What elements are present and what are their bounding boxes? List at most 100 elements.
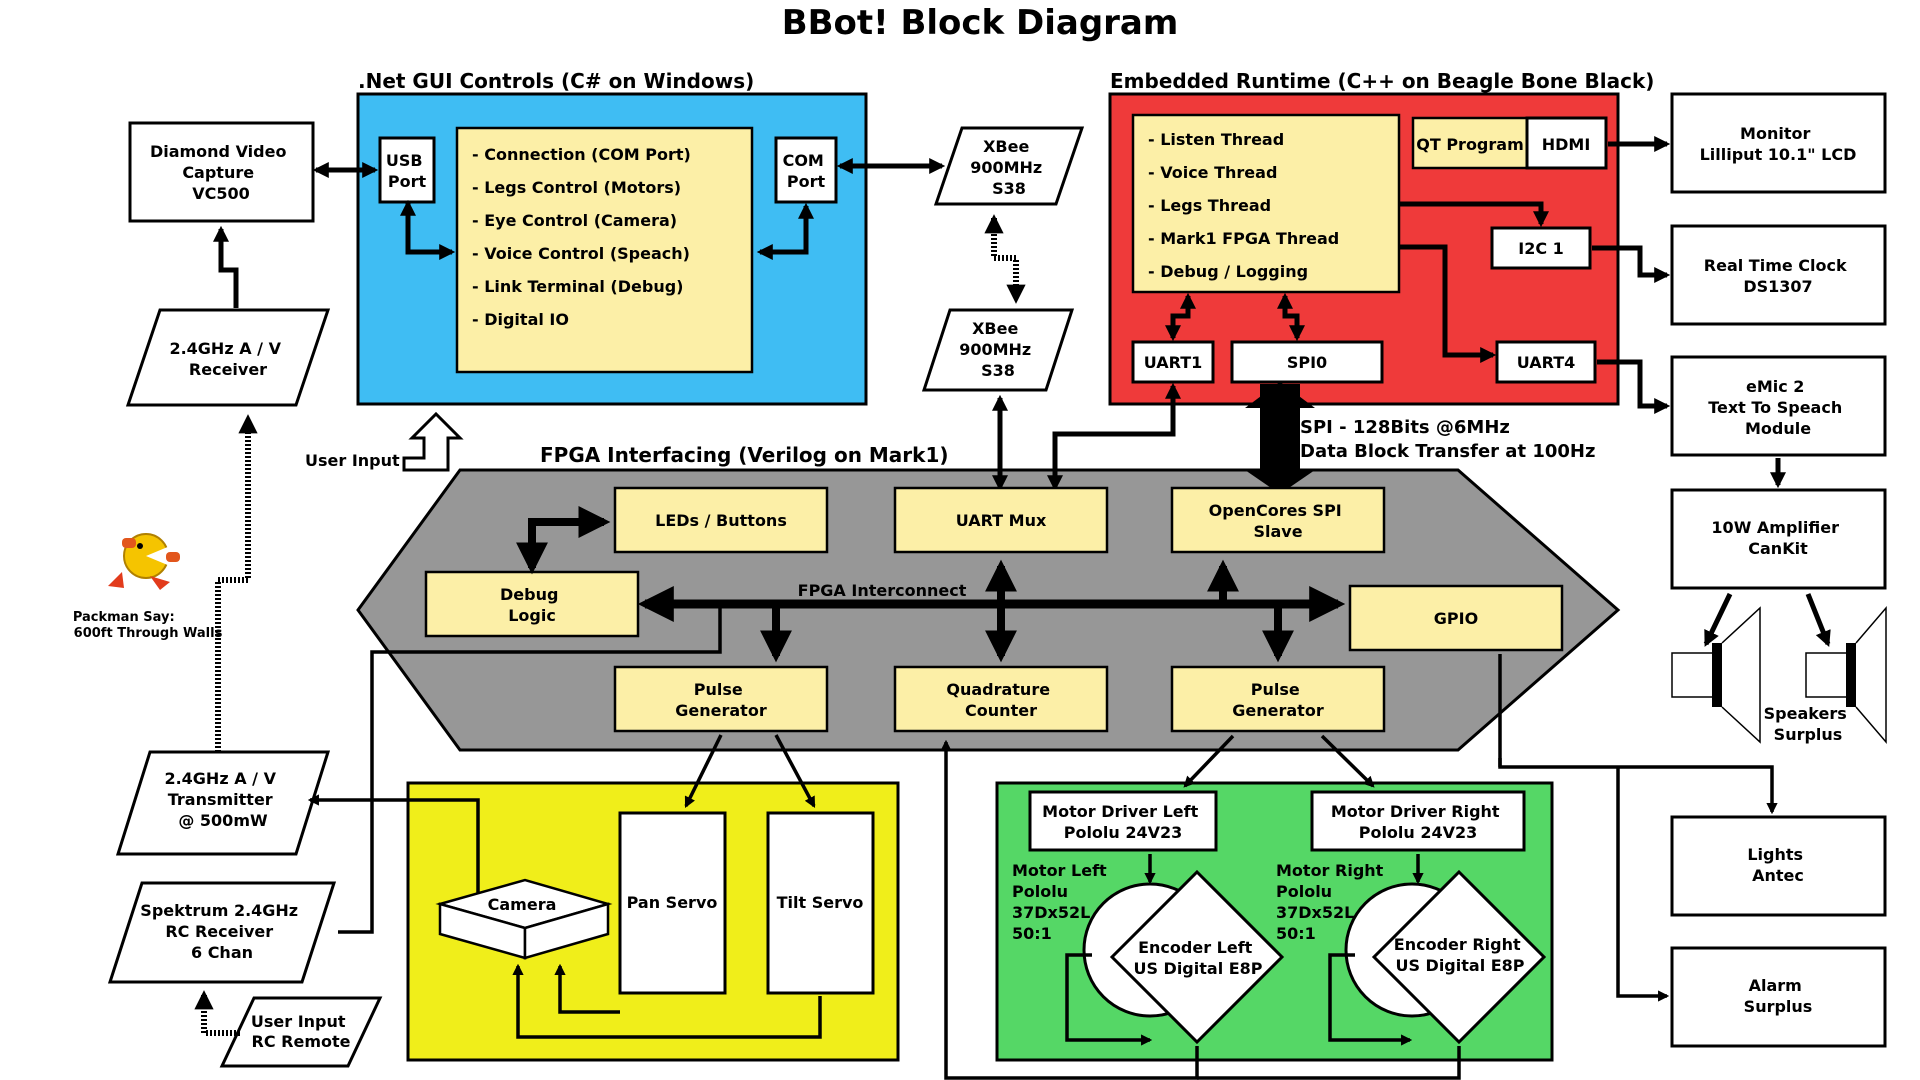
av-transmitter-box (115, 750, 331, 856)
av-transmitter-label: 2.4GHz A / V Transmitter @ 500mW (164, 769, 281, 830)
rtc-label: Real Time Clock DS1307 (1704, 256, 1852, 296)
rc-remote-box (219, 996, 383, 1068)
speakers-label: Speakers Surplus (1764, 704, 1853, 744)
fpga-title: FPGA Interfacing (Verilog on Mark1) (540, 443, 949, 467)
quadrature-label: Quadrature Counter (946, 680, 1055, 720)
spektrum-box (107, 881, 337, 984)
emic-label: eMic 2 Text To Speach Module (1708, 377, 1848, 438)
encoder-right-diamond (1371, 869, 1547, 1045)
lights-box (1670, 815, 1887, 917)
i2c-to-rtc-arrow (1592, 245, 1671, 284)
packman-caption: Packman Say: 600ft Through Walls (73, 610, 223, 641)
motor-left-label: Motor Left Pololu 37Dx52L 50:1 (1012, 861, 1112, 943)
diagram-title: BBot! Block Diagram (782, 3, 1179, 43)
uart-mux-box (893, 486, 1109, 554)
monitor-box (1670, 92, 1887, 194)
leds-buttons-label: LEDs / Buttons (655, 511, 787, 530)
user-input-arrow (402, 411, 464, 472)
pulse-gen-left-label: Pulse Generator (675, 680, 767, 720)
av-receiver-label: 2.4GHz A / V Receiver (169, 339, 286, 379)
pan-servo-label: Pan Servo (627, 893, 718, 912)
usb-to-controls-arrow (399, 199, 456, 261)
xbee-bottom-box (921, 308, 1075, 392)
tilt-to-camera-link (512, 963, 822, 1039)
threads-to-uart1-arrow (1164, 292, 1197, 342)
thread-items: - Listen Thread - Voice Thread - Legs Th… (1148, 130, 1345, 281)
uart1-label: UART1 (1144, 353, 1203, 372)
tilt-servo-box (766, 811, 875, 995)
threads-to-i2c-arrow (1400, 201, 1550, 228)
pulse-gen-right-box (1170, 665, 1386, 733)
encoder-right-label: Encoder Right US Digital E8P (1394, 935, 1526, 975)
com-port-box (774, 136, 838, 204)
debug-logic-label: Debug Logic (500, 585, 564, 625)
alarm-box (1670, 946, 1887, 1048)
com-port-label: COM Port (783, 151, 830, 191)
debug-logic-box (424, 570, 640, 638)
motor-driver-left-box (1028, 790, 1218, 852)
spektrum-label: Spektrum 2.4GHz RC Receiver 6 Chan (140, 901, 303, 962)
camera-label: Camera (488, 895, 557, 914)
gui-control-items: - Connection (COM Port) - Legs Control (… (472, 145, 696, 329)
rtc-box (1670, 224, 1887, 326)
lights-label: Lights Antec (1747, 845, 1808, 885)
pulse-to-pan-arrow (684, 734, 723, 809)
xbee-top-label: XBee 900MHz S38 (970, 137, 1048, 198)
speaker-right-icon (1805, 605, 1887, 745)
amp-to-speaker-right-arrow (1805, 593, 1831, 647)
encoder-left-label: Encoder Left US Digital E8P (1133, 938, 1262, 978)
usb-port-box (378, 136, 436, 204)
controls-to-com-arrow (756, 202, 815, 261)
motor-right-label: Motor Right Pololu 37Dx52L 50:1 (1276, 861, 1389, 943)
i2c-label: I2C 1 (1518, 239, 1564, 258)
uart1-box (1131, 340, 1215, 384)
alarm-label: Alarm Surplus (1744, 976, 1813, 1016)
embedded-title: Embedded Runtime (C++ on Beagle Bone Bla… (1110, 69, 1654, 93)
camera-to-transmitter-arrow (307, 794, 480, 893)
motor-driver-left-label: Motor Driver Left Pololu 24V23 (1042, 802, 1204, 842)
gpio-box (1348, 584, 1564, 652)
pulse-gen-right-label: Pulse Generator (1232, 680, 1324, 720)
pan-servo-box (618, 811, 727, 995)
pan-to-camera-link (554, 963, 620, 1014)
spi0-label: SPI0 (1287, 353, 1327, 372)
spi0-box (1230, 340, 1384, 384)
xbee-bottom-label: XBee 900MHz S38 (959, 319, 1037, 380)
xbee-top-box (933, 126, 1085, 206)
uart-mux-label: UART Mux (956, 511, 1047, 530)
uart1-to-uartmux-arrow (1046, 382, 1182, 492)
gpio-label: GPIO (1434, 609, 1478, 628)
threads-to-uart4-arrow (1400, 244, 1497, 364)
usb-port-label: USB Port (386, 151, 428, 191)
qt-program-label: QT Program (1416, 135, 1524, 154)
pulse-gen-left-box (613, 665, 829, 733)
receiver-to-video-arrow (212, 225, 239, 308)
threads-to-spi0-arrow (1276, 292, 1306, 342)
encoder-right-feedback-link (1197, 1046, 1461, 1080)
spi-bus-arrow (1245, 384, 1315, 494)
uart4-label: UART4 (1517, 353, 1576, 372)
xbee-wireless-link (984, 214, 1026, 304)
motor-left-encoder-link (1065, 953, 1153, 1046)
motor-driver-right-label: Motor Driver Right Pololu 24V23 (1331, 802, 1505, 842)
monitor-label: Monitor Lilliput 10.1" LCD (1700, 124, 1857, 164)
amplifier-label: 10W Amplifier CanKit (1711, 518, 1844, 558)
spi-note: SPI - 128Bits @6MHz Data Block Transfer … (1300, 417, 1595, 462)
av-receiver-box (125, 308, 331, 407)
uart4-box (1495, 340, 1597, 384)
net-gui-title: .Net GUI Controls (C# on Windows) (358, 69, 754, 93)
diamond-video-box (128, 121, 315, 223)
opencores-spi-box (1170, 486, 1386, 554)
fpga-interconnect-label: FPGA Interconnect (798, 581, 967, 600)
encoder-left-diamond (1109, 869, 1285, 1045)
encoders-to-quadrature-link (940, 739, 1199, 1080)
user-input-label: User Input (305, 451, 400, 470)
amp-to-speaker-left-arrow (1703, 592, 1733, 647)
tilt-servo-label: Tilt Servo (777, 893, 864, 912)
speaker-left-icon (1671, 606, 1761, 744)
spi-bus-arrow-head (1245, 382, 1315, 408)
hdmi-box (1525, 116, 1608, 170)
motor-right-encoder-link (1328, 953, 1413, 1046)
